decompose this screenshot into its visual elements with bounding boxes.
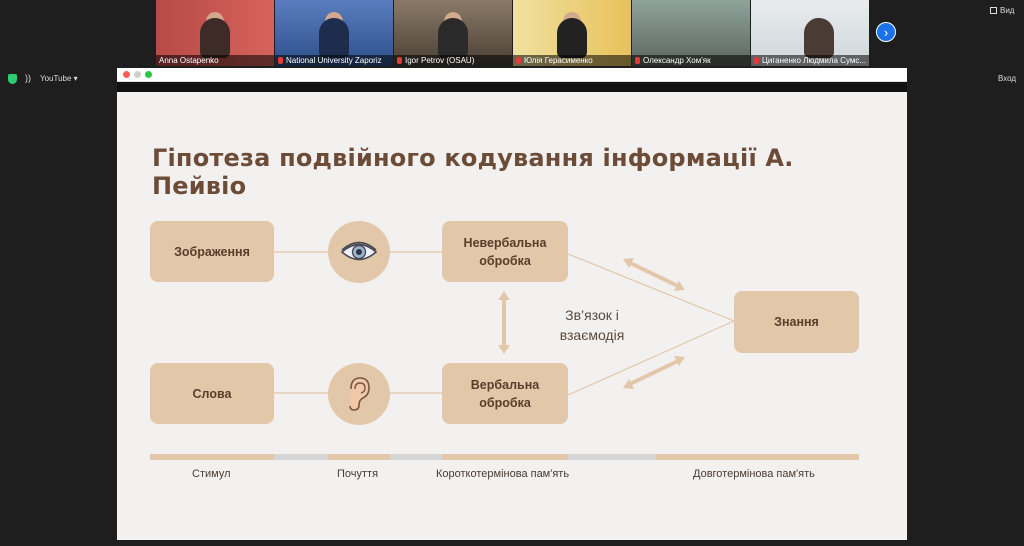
relation-label: Зв’язок і взаємодія: [559, 307, 625, 343]
timeline-segment: [274, 454, 328, 460]
view-button[interactable]: Вид: [990, 4, 1014, 17]
participant-tile[interactable]: Юлія Герасименко: [513, 0, 631, 66]
window-toolbar: [117, 82, 907, 92]
timeline-label-stimulus: Стимул: [192, 468, 231, 480]
participant-tile[interactable]: National University Zaporiz: [275, 0, 393, 66]
verbal-processing-box: Вербальна обробка: [442, 363, 568, 424]
shield-icon: [8, 74, 17, 84]
participant-name: Юлія Герасименко: [513, 55, 631, 66]
mic-muted-icon: [278, 57, 283, 64]
participant-body: [557, 18, 587, 58]
image-box: Зображення: [150, 221, 274, 282]
timeline-segment: [150, 454, 274, 460]
knowledge-box: Знання: [734, 291, 859, 353]
nonverbal-processing-box: Невербальна обробка: [442, 221, 568, 282]
participant-tile[interactable]: Циганенко Людмила Сумс...: [751, 0, 869, 66]
timeline-label-short-term: Короткотермінова пам'ять: [436, 468, 570, 480]
exit-button[interactable]: Вход: [998, 74, 1017, 83]
participant-body: [438, 18, 468, 58]
eye-icon: [340, 241, 378, 261]
participant-tile[interactable]: Igor Petrov (OSAU): [394, 0, 512, 66]
chevron-down-icon: ▾: [73, 74, 78, 83]
minimize-window-icon[interactable]: [134, 71, 141, 78]
participant-name: Циганенко Людмила Сумс...: [751, 55, 869, 66]
ear-icon: [349, 377, 370, 411]
participant-body: [200, 18, 230, 58]
chevron-right-icon: ›: [883, 25, 889, 40]
participant-name: National University Zaporiz: [275, 55, 393, 66]
eye-circle: [328, 221, 390, 283]
timeline-label-sensation: Почуття: [337, 468, 379, 480]
next-participants-button[interactable]: ›: [876, 22, 896, 42]
participant-name: Anna Ostapenko: [156, 55, 274, 66]
presentation-slide: Гіпотеза подвійного кодування інформації…: [117, 92, 907, 538]
mic-muted-icon: [516, 57, 521, 64]
shared-screen: Гіпотеза подвійного кодування інформації…: [117, 68, 907, 540]
participant-name: Igor Petrov (OSAU): [394, 55, 512, 66]
mic-muted-icon: [635, 57, 640, 64]
timeline-segment: [390, 454, 442, 460]
window-titlebar: [117, 68, 907, 82]
mic-muted-icon: [754, 57, 759, 64]
bottom-bar: [0, 540, 1024, 546]
timeline-label-long-term: Довготермінова пам'ять: [693, 468, 815, 480]
participant-video-strip: Anna Ostapenko National University Zapor…: [0, 0, 1024, 67]
close-window-icon[interactable]: [123, 71, 130, 78]
mic-muted-icon: [397, 57, 402, 64]
maximize-window-icon[interactable]: [145, 71, 152, 78]
grid-icon: [990, 7, 997, 14]
participant-body: [804, 18, 834, 58]
timeline-segment: [656, 454, 859, 460]
participant-tile[interactable]: Anna Ostapenko: [156, 0, 274, 66]
timeline-segment: [442, 454, 568, 460]
slide-title: Гіпотеза подвійного кодування інформації…: [152, 144, 794, 200]
shared-app-select[interactable]: YouTube ▾: [40, 74, 78, 83]
participant-tile[interactable]: Олександр Хом'як: [632, 0, 750, 66]
timeline-segment: [328, 454, 390, 460]
ear-circle: [328, 363, 390, 425]
words-box: Слова: [150, 363, 274, 424]
signal-icon: )): [25, 73, 31, 83]
participant-name: Олександр Хом'як: [632, 55, 750, 66]
timeline-segment: [568, 454, 656, 460]
diagram-connectors: [274, 251, 735, 396]
participant-body: [319, 18, 349, 58]
